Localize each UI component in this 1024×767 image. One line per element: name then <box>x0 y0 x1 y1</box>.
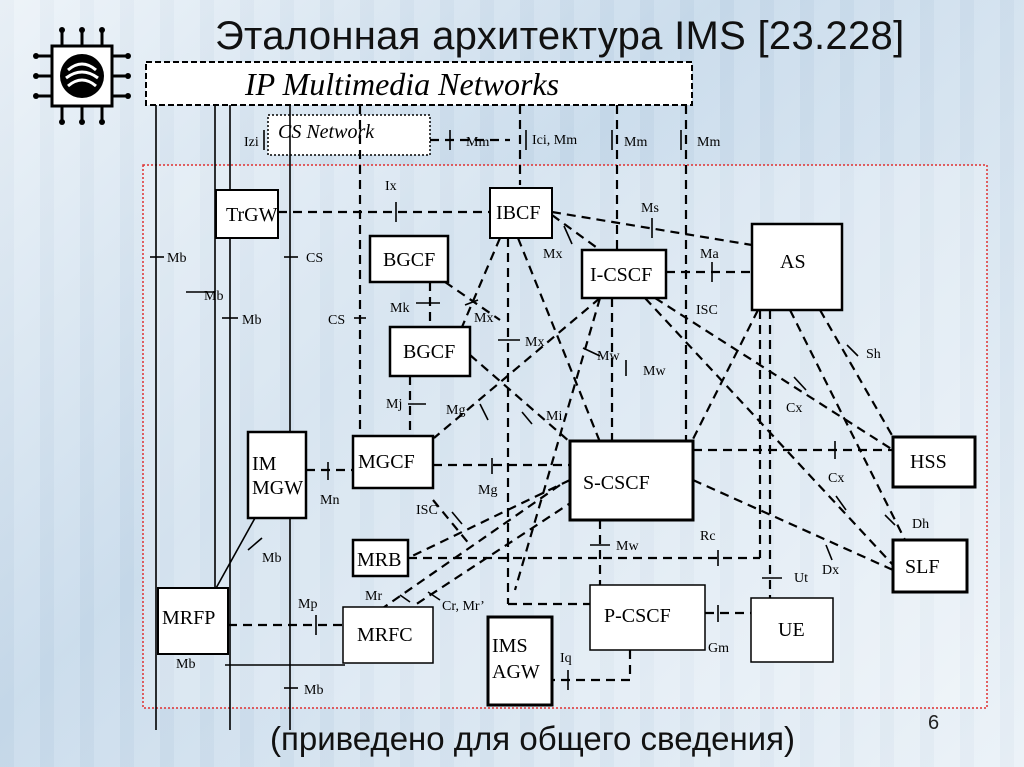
iface-mb-3: Mb <box>242 313 261 328</box>
interface-labels: Izi Mm Ici, Mm Mm Mm Ix Ms Mx Ma Mb CS M… <box>167 133 929 698</box>
iface-mx-1: Mx <box>543 247 562 262</box>
iface-mj: Mj <box>386 397 402 412</box>
ip-multimedia-networks-box <box>145 61 693 106</box>
iface-gm: Gm <box>708 641 729 656</box>
im-mgw-label-line2: MGW <box>252 477 303 499</box>
iface-mx-3: Mx <box>525 335 544 350</box>
mrfc-node <box>342 606 434 664</box>
iface-mb-2: Mb <box>204 289 223 304</box>
dashed-links <box>228 105 906 682</box>
iface-mw-1: Mw <box>597 349 620 364</box>
iface-mb-4: Mb <box>262 551 281 566</box>
ibcf-node <box>489 187 553 239</box>
hss-label: HSS <box>910 451 947 473</box>
iface-ici-mm: Ici, Mm <box>532 133 577 148</box>
ue-label: UE <box>778 619 805 641</box>
mgcf-label: MGCF <box>358 451 415 473</box>
im-mgw-node <box>246 430 308 520</box>
pcscf-label: P-CSCF <box>604 605 671 627</box>
logo-chip-icon <box>33 27 131 125</box>
ue-node <box>750 597 834 663</box>
iface-mg-2: Mg <box>478 483 497 498</box>
iface-izi: Izi <box>244 135 259 150</box>
iface-mx-2: Mx <box>474 311 493 326</box>
cs-network-label: CS Network <box>278 121 375 143</box>
iface-mp: Mp <box>298 597 317 612</box>
iface-mw-3: Mw <box>616 539 639 554</box>
ims-agw-node <box>486 615 554 707</box>
trgw-label: TrGW <box>226 204 278 226</box>
icscf-node <box>580 248 668 300</box>
slf-node <box>891 538 969 594</box>
as-node <box>750 222 844 312</box>
bgcf-1-node <box>368 234 450 284</box>
iface-dh: Dh <box>912 517 929 532</box>
slide-footer-note: (приведено для общего сведения) <box>270 720 795 757</box>
hss-node <box>891 435 977 489</box>
pcscf-node <box>589 584 706 651</box>
iface-cr-mr: Cr, Mr’ <box>442 599 485 614</box>
icscf-label: I-CSCF <box>590 264 652 286</box>
trgw-node <box>215 189 279 239</box>
iface-isc-2: ISC <box>416 503 438 518</box>
slf-label: SLF <box>905 556 939 578</box>
iface-cx-2: Cx <box>828 471 844 486</box>
iface-mw-2: Mw <box>643 364 666 379</box>
iface-mi: Mi <box>546 409 562 424</box>
iface-ma: Ma <box>700 247 719 262</box>
iface-cx-1: Cx <box>786 401 802 416</box>
iface-ms: Ms <box>641 201 659 216</box>
iface-mm-3: Mm <box>697 135 720 150</box>
page-number: 6 <box>928 712 940 734</box>
iface-rc: Rc <box>700 529 716 544</box>
interface-ticks <box>150 130 896 690</box>
iface-mb-5: Mb <box>176 657 195 672</box>
bgcf-2-label: BGCF <box>403 341 455 363</box>
mrfc-label: MRFC <box>357 624 413 646</box>
iface-iq: Iq <box>560 651 572 666</box>
iface-cs-1: CS <box>306 251 323 266</box>
iface-mb-1: Mb <box>167 251 186 266</box>
slide-title: Эталонная архитектура IMS [23.228] <box>215 14 905 58</box>
mgcf-node <box>351 434 435 490</box>
mrfp-node <box>157 587 229 655</box>
bgcf-2-node <box>388 325 472 378</box>
iface-mb-6: Mb <box>304 683 323 698</box>
iface-dx: Dx <box>822 563 839 578</box>
iface-mg-1: Mg <box>446 403 465 418</box>
ibcf-label: IBCF <box>496 202 540 224</box>
iface-mn: Mn <box>320 493 339 508</box>
mrb-label: MRB <box>357 549 401 571</box>
iface-mm-1: Mm <box>466 135 489 150</box>
scscf-node <box>568 439 695 522</box>
ims-agw-label-line2: AGW <box>492 661 540 683</box>
ip-multimedia-networks-label: IP Multimedia Networks <box>244 66 559 102</box>
iface-cs-2: CS <box>328 313 345 328</box>
iface-mk: Mk <box>390 301 409 316</box>
mrfp-label: MRFP <box>162 607 215 629</box>
iface-mr: Mr <box>365 589 382 604</box>
nodes: TrGW IBCF BGCF I-CSCF AS BGCF HSS IM MGW… <box>157 187 977 707</box>
scscf-label: S-CSCF <box>583 472 650 494</box>
im-mgw-label-line1: IM <box>252 453 277 475</box>
bgcf-1-label: BGCF <box>383 249 435 271</box>
ims-agw-label-line1: IMS <box>492 635 528 657</box>
iface-sh: Sh <box>866 347 881 362</box>
iface-ix: Ix <box>385 179 397 194</box>
iface-ut: Ut <box>794 571 808 586</box>
as-label: AS <box>780 251 806 273</box>
iface-mm-2: Mm <box>624 135 647 150</box>
iface-isc-1: ISC <box>696 303 718 318</box>
cs-network-box <box>267 114 431 156</box>
mrb-node <box>351 538 410 578</box>
